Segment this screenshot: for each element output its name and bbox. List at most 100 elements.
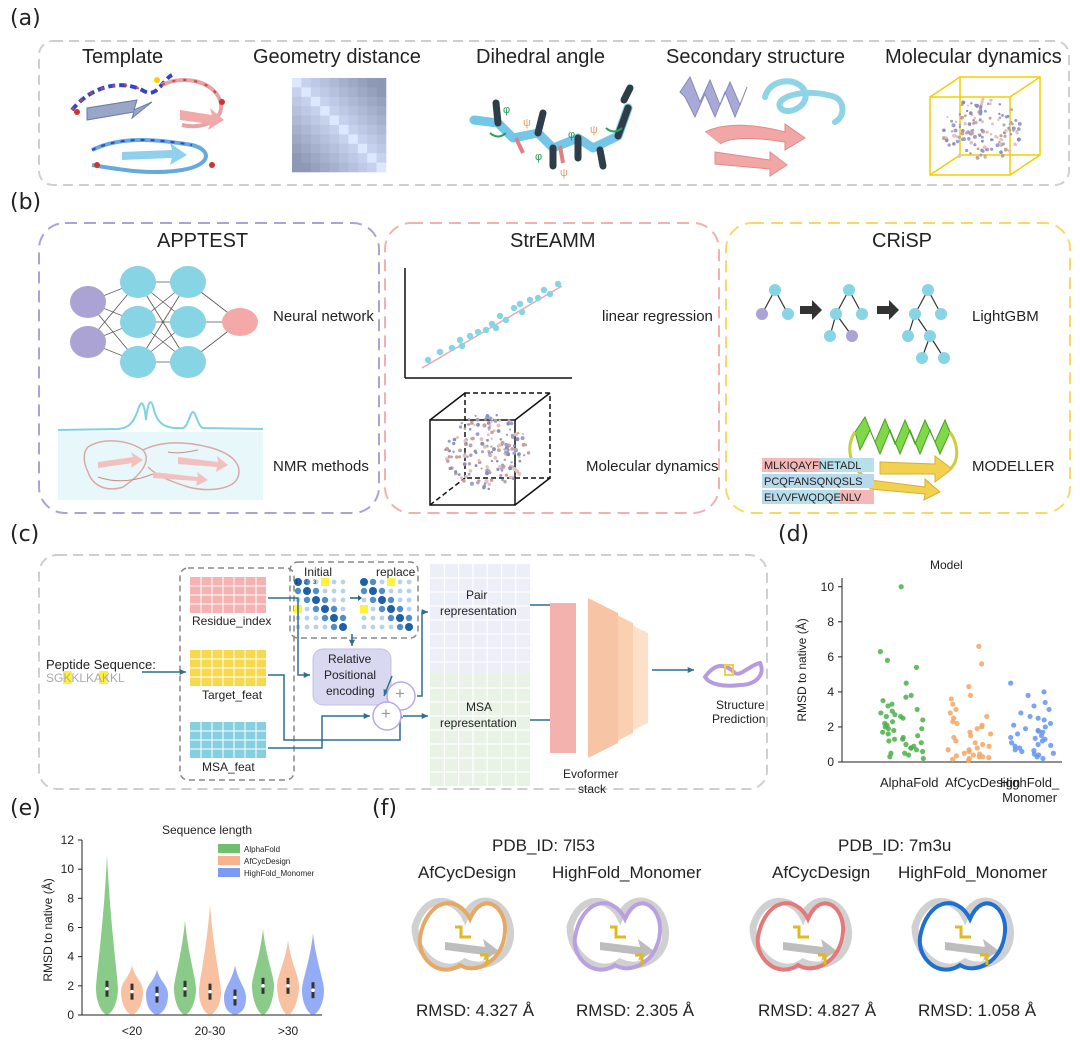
distance-cell bbox=[357, 134, 368, 145]
matrix-dot bbox=[339, 614, 347, 622]
scatter-point bbox=[903, 694, 909, 700]
scatter-point bbox=[1042, 699, 1048, 706]
scatter-point bbox=[891, 727, 897, 734]
matrix-dot bbox=[369, 578, 377, 586]
distance-cell bbox=[376, 134, 387, 145]
md-atom bbox=[504, 445, 509, 450]
scatter-point bbox=[913, 664, 920, 670]
md-atom bbox=[503, 480, 507, 484]
md-atom bbox=[1017, 121, 1022, 126]
distance-cell bbox=[292, 78, 302, 88]
distance-cell bbox=[292, 153, 302, 163]
md-cube-image bbox=[429, 392, 551, 506]
md-atom bbox=[487, 482, 491, 486]
md-atom bbox=[514, 432, 518, 437]
md-atom bbox=[981, 97, 985, 101]
matrix-dot bbox=[406, 597, 412, 603]
md-atom bbox=[517, 452, 521, 457]
matrix-dot bbox=[340, 597, 346, 603]
scatter-point bbox=[1014, 731, 1021, 737]
scatter-point bbox=[918, 740, 924, 746]
md-atom bbox=[965, 109, 969, 113]
scatter-point bbox=[968, 733, 974, 739]
violin-median bbox=[311, 988, 315, 993]
matrix-dot bbox=[405, 614, 413, 622]
md-atom bbox=[485, 471, 490, 476]
md-atom bbox=[446, 459, 450, 463]
lr-point bbox=[424, 356, 432, 364]
md-atom bbox=[1004, 129, 1008, 133]
scatter-point bbox=[885, 731, 891, 737]
neural-network-image bbox=[70, 266, 258, 378]
panel-a-label: (a) bbox=[10, 6, 41, 31]
scatter-point bbox=[898, 713, 904, 720]
reference-sheet bbox=[783, 939, 837, 961]
distance-cell bbox=[357, 96, 368, 107]
matrix-dot bbox=[369, 587, 377, 595]
md-atom bbox=[990, 122, 994, 126]
md-atom bbox=[480, 441, 485, 446]
md-atom bbox=[505, 433, 509, 436]
lr-point bbox=[436, 348, 444, 356]
scatter-point bbox=[898, 584, 904, 590]
distance-cell bbox=[301, 125, 312, 135]
scatter-ytick-label: 0 bbox=[827, 755, 834, 769]
md-atom bbox=[452, 437, 457, 442]
md-atom bbox=[512, 477, 515, 481]
md-atom bbox=[474, 464, 478, 468]
scatter-point bbox=[884, 657, 891, 663]
distance-cell bbox=[320, 115, 330, 126]
feature-grids bbox=[190, 577, 266, 758]
disulfide-bond bbox=[480, 953, 489, 965]
md-atom bbox=[498, 419, 502, 423]
distance-cell bbox=[367, 162, 377, 173]
md-atom bbox=[515, 437, 520, 442]
matrix-dot bbox=[331, 597, 337, 603]
md-atom bbox=[503, 458, 507, 461]
md-atom bbox=[485, 414, 490, 418]
distance-cell bbox=[339, 134, 349, 145]
scatter-ytick-label: 4 bbox=[827, 685, 834, 699]
violin-xtick-label: 20-30 bbox=[195, 1024, 226, 1038]
rpe-line-3: encoding bbox=[326, 684, 375, 698]
secondary-structure-image bbox=[679, 75, 846, 177]
matrix-dot bbox=[370, 624, 376, 630]
md-atom bbox=[989, 98, 993, 102]
distance-cell bbox=[292, 106, 302, 116]
md-atom bbox=[954, 120, 958, 124]
distance-cell bbox=[310, 162, 321, 173]
md-method-label: Molecular dynamics bbox=[586, 458, 719, 475]
evoformer-label-1: Evoformer bbox=[563, 767, 619, 781]
matrix-dot bbox=[303, 587, 311, 595]
modeller-structure-image bbox=[848, 415, 959, 501]
residue-index-label: Residue_index bbox=[192, 614, 272, 628]
violin-ytick-label: 2 bbox=[67, 979, 74, 993]
structure-overlay bbox=[566, 897, 669, 972]
plus-sign-bottom: + bbox=[381, 704, 391, 723]
sequence-line-1: MLKIQAYFNETADL bbox=[764, 460, 861, 472]
scatter-point bbox=[974, 745, 980, 751]
lr-point bbox=[466, 332, 474, 340]
scatter-point bbox=[1038, 733, 1045, 739]
md-atom bbox=[517, 431, 520, 435]
md-atom bbox=[952, 142, 956, 146]
md-atom bbox=[969, 152, 972, 155]
nmr-methods-label: NMR methods bbox=[273, 458, 369, 475]
distance-cell bbox=[367, 96, 377, 107]
md-atom bbox=[972, 121, 976, 125]
distance-cell bbox=[329, 115, 340, 126]
md-atom bbox=[985, 148, 988, 151]
md-atom bbox=[999, 134, 1003, 138]
md-atom bbox=[502, 464, 506, 469]
md-atom bbox=[980, 148, 984, 152]
rmsd-value-2: RMSD: 2.305 Å bbox=[576, 1001, 695, 1020]
md-atom bbox=[461, 478, 466, 483]
md-atom bbox=[452, 450, 455, 454]
md-atom bbox=[463, 452, 467, 455]
predicted-structure bbox=[417, 901, 508, 972]
distance-cell bbox=[329, 162, 340, 173]
scatter-ytick-label: 2 bbox=[827, 720, 834, 734]
md-atom bbox=[501, 478, 504, 482]
md-atom bbox=[1002, 123, 1006, 127]
